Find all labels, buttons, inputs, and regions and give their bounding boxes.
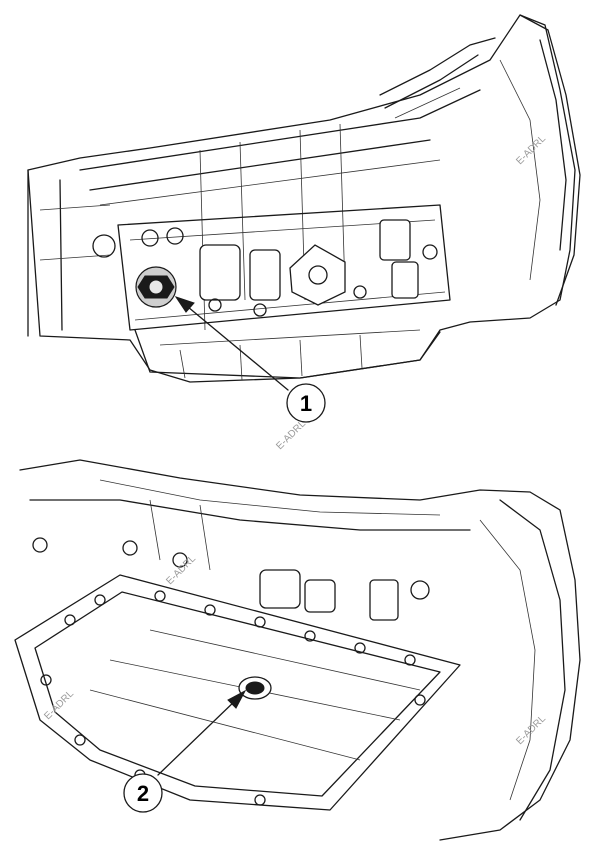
callout-1: 1: [286, 383, 326, 423]
watermark-text: E-ADRL: [42, 688, 76, 722]
leader-arrow-2: [157, 689, 247, 776]
watermark-text: E-ADRL: [514, 133, 548, 167]
callout-2: 2: [123, 773, 163, 813]
top-transmission-view: 1: [27, 14, 581, 423]
drain-plug-2: [238, 676, 272, 700]
watermark-text: E-ADRL: [274, 418, 308, 452]
bottom-transmission-view: 2: [14, 459, 581, 841]
callout-1-label: 1: [300, 391, 312, 416]
drain-plug-1: [135, 266, 177, 308]
watermark-text: E-ADRL: [164, 553, 198, 587]
callout-2-label: 2: [137, 781, 149, 806]
leader-arrow-1: [174, 296, 289, 391]
